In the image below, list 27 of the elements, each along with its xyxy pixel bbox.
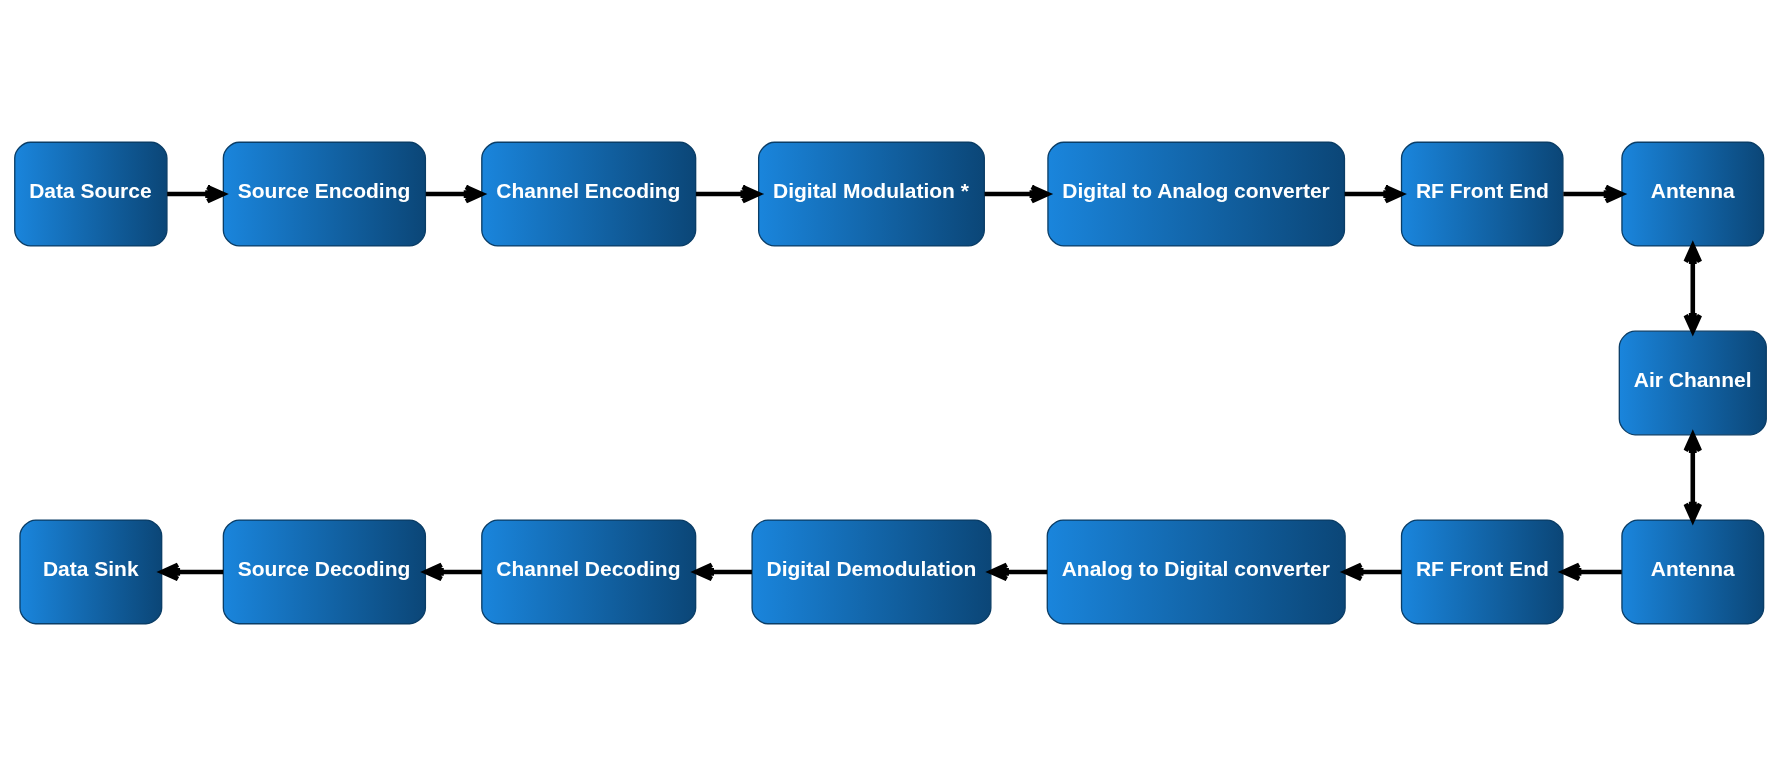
arrow	[695, 184, 761, 203]
node-box: Data Sink	[19, 518, 163, 624]
arrow	[1563, 184, 1625, 203]
arrow	[1561, 562, 1622, 581]
node-box: Channel Encoding	[481, 141, 697, 247]
node-box: Digital Demodulation	[751, 518, 992, 624]
node-box: Digital Modulation *	[758, 141, 985, 247]
arrow	[1343, 562, 1402, 581]
node-box: Analog to Digital converter	[1046, 518, 1346, 624]
arrow	[1344, 184, 1404, 203]
node-box: Channel Decoding	[481, 518, 697, 624]
arrow	[159, 562, 224, 581]
arrow	[167, 184, 226, 203]
node-box: Antenna	[1621, 141, 1765, 247]
node-box: Air Channel	[1618, 330, 1767, 435]
arrow	[423, 562, 482, 581]
node-box: Antenna	[1621, 518, 1765, 624]
arrow	[988, 562, 1048, 581]
node-box: RF Front End	[1400, 518, 1564, 624]
node-box: RF Front End	[1400, 141, 1564, 247]
node-box: Source Decoding	[222, 518, 427, 624]
node-box: Digital to Analog converter	[1047, 141, 1346, 247]
node-box: Source Encoding	[222, 141, 427, 247]
arrow	[693, 562, 752, 581]
arrow	[984, 184, 1050, 203]
node-box: Data Source	[14, 141, 168, 247]
arrow	[425, 184, 485, 203]
